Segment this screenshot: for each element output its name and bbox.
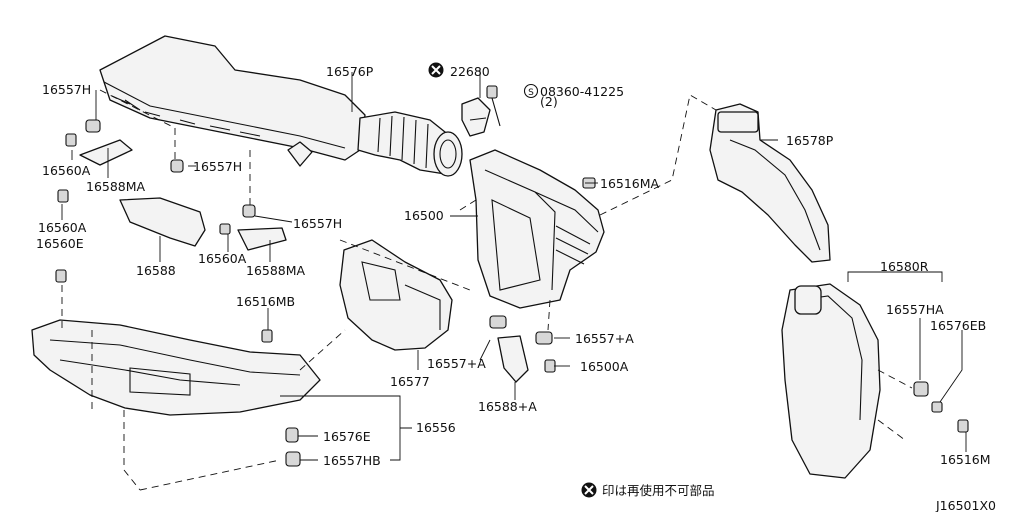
label-16500A: 16500A: [580, 359, 629, 374]
label-08360-qty: (2): [540, 94, 558, 109]
leader-lines: [61, 70, 967, 461]
bracket-16588A: [497, 335, 529, 383]
intake-duct-bellows: [357, 111, 463, 177]
diagram-code: J16501X0: [935, 498, 996, 512]
label-16500: 16500: [404, 208, 444, 223]
bracket-16588: [79, 139, 287, 251]
label-16557A-b: 16557+A: [575, 331, 634, 346]
fastener-hardware: [55, 119, 969, 467]
label-16576E: 16576E: [323, 429, 371, 444]
label-08360-41225: 08360-41225: [540, 84, 624, 99]
screw-s-mark-icon: S: [523, 83, 539, 99]
label-16588MA-a: 16588MA: [86, 179, 146, 194]
resonator-16577: [339, 239, 453, 351]
label-16576P: 16576P: [326, 64, 374, 79]
label-16560A-b: 16560A: [38, 220, 87, 235]
label-16557HA: 16557HA: [886, 302, 944, 317]
assembly-guide-lines: [61, 89, 913, 491]
label-16516MA: 16516MA: [600, 176, 660, 191]
label-16560A-a: 16560A: [42, 163, 91, 178]
label-16577: 16577: [390, 374, 430, 389]
label-16557H-b: 16557H: [193, 159, 242, 174]
label-16560A-c: 16560A: [198, 251, 247, 266]
label-16588A: 16588+A: [478, 399, 537, 414]
label-16516M: 16516M: [940, 452, 991, 467]
air-cleaner-upper-housing: [99, 35, 366, 167]
label-16588: 16588: [136, 263, 176, 278]
resonator-16580R: [781, 283, 881, 479]
label-16580R: 16580R: [880, 259, 929, 274]
label-16557A-a: 16557+A: [427, 356, 486, 371]
label-16557H-c: 16557H: [293, 216, 342, 231]
legend-note: 印は再使用不可部品: [602, 483, 715, 498]
lower-air-duct: [31, 319, 321, 416]
screw-08360: [486, 85, 501, 127]
label-16588MA-b: 16588MA: [246, 263, 306, 278]
svg-text:S: S: [528, 88, 534, 98]
airflow-sensor: [461, 97, 491, 137]
label-16557HB: 16557HB: [323, 453, 381, 468]
air-cleaner-lower-box: [469, 149, 605, 309]
label-22680: 22680: [450, 64, 490, 79]
not-reusable-mark-icon: [428, 62, 444, 78]
label-16557H-a: 16557H: [42, 82, 91, 97]
label-16516MB: 16516MB: [236, 294, 295, 309]
label-16576EB: 16576EB: [930, 318, 986, 333]
resonator-duct: [709, 103, 831, 263]
not-reusable-mark-icon: [581, 482, 597, 498]
label-16560E: 16560E: [36, 236, 84, 251]
label-16556: 16556: [416, 420, 456, 435]
label-16578P: 16578P: [786, 133, 834, 148]
